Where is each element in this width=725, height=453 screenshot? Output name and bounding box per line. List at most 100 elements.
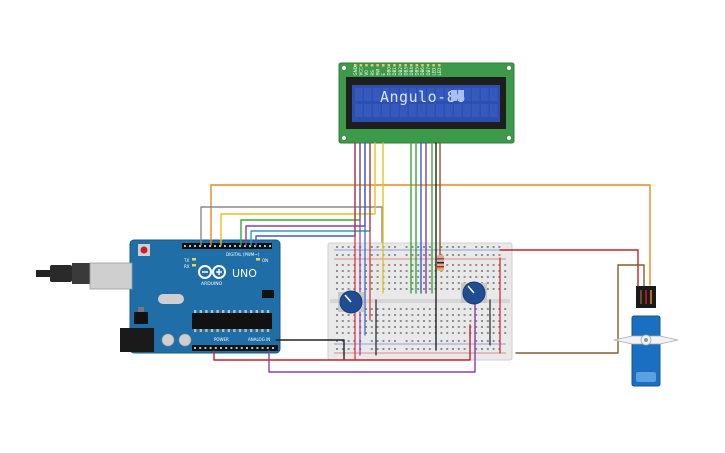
lcd-pin[interactable] bbox=[393, 64, 396, 67]
lcd-pin[interactable] bbox=[398, 64, 402, 67]
header-pin[interactable] bbox=[259, 245, 261, 247]
lcd-pin[interactable] bbox=[382, 64, 385, 67]
rail-hole bbox=[457, 254, 460, 256]
header-pin[interactable] bbox=[224, 245, 226, 247]
rail-hole bbox=[492, 348, 495, 350]
header-pin[interactable] bbox=[240, 347, 243, 349]
lcd-pin[interactable] bbox=[359, 64, 363, 67]
analog-header-label: ANALOG IN bbox=[248, 337, 270, 342]
breadboard-hole bbox=[486, 288, 489, 290]
lcd-pin[interactable] bbox=[421, 64, 424, 67]
header-pin[interactable] bbox=[269, 245, 271, 247]
lcd-pin[interactable] bbox=[410, 64, 413, 67]
header-pin[interactable] bbox=[235, 347, 238, 349]
header-pin[interactable] bbox=[230, 347, 233, 349]
breadboard-hole bbox=[504, 264, 507, 266]
rail-hole bbox=[492, 340, 495, 342]
lcd-cell bbox=[481, 88, 489, 101]
lcd-pin[interactable] bbox=[438, 64, 441, 67]
header-pin[interactable] bbox=[246, 347, 248, 349]
arduino-uno-board[interactable]: UNO ARDUINO DIGITAL (PWM~) POWER ANALOG … bbox=[36, 239, 281, 354]
breadboard-hole bbox=[347, 332, 350, 334]
header-pin[interactable] bbox=[272, 347, 274, 349]
breadboard-hole bbox=[341, 270, 344, 272]
header-pin[interactable] bbox=[225, 347, 228, 349]
breadboard-hole bbox=[481, 332, 483, 334]
header-pin[interactable] bbox=[214, 245, 216, 247]
header-pin[interactable] bbox=[194, 347, 196, 349]
lcd-pin[interactable] bbox=[370, 64, 374, 67]
chip-pin bbox=[199, 329, 202, 332]
lcd-pin[interactable] bbox=[426, 64, 430, 67]
rail-hole bbox=[492, 254, 495, 256]
lcd-pin[interactable] bbox=[432, 64, 435, 67]
header-pin[interactable] bbox=[220, 347, 222, 349]
header-pin[interactable] bbox=[251, 347, 254, 349]
rail-hole bbox=[336, 340, 338, 342]
breadboard-hole bbox=[486, 308, 489, 310]
breadboard-hole bbox=[411, 282, 414, 284]
lcd-cell bbox=[382, 104, 390, 117]
header-pin[interactable] bbox=[194, 245, 196, 247]
header-pin[interactable] bbox=[219, 245, 221, 247]
breadboard-hole bbox=[365, 270, 367, 272]
potentiometer-contrast[interactable] bbox=[338, 290, 364, 314]
header-pin[interactable] bbox=[209, 347, 212, 349]
header-pin[interactable] bbox=[184, 245, 186, 247]
header-pin[interactable] bbox=[229, 245, 231, 247]
header-pin[interactable] bbox=[264, 245, 266, 247]
rail-hole bbox=[376, 348, 379, 350]
breadboard-hole bbox=[463, 270, 466, 272]
breadboard-hole bbox=[417, 264, 420, 266]
servo-motor[interactable] bbox=[613, 286, 679, 387]
rail-hole bbox=[376, 254, 379, 256]
resistor[interactable] bbox=[437, 255, 444, 271]
chip-pin bbox=[233, 310, 236, 313]
header-pin[interactable] bbox=[261, 347, 264, 349]
breadboard-hole bbox=[394, 276, 396, 278]
breadboard-hole bbox=[341, 276, 344, 278]
lcd-pin[interactable] bbox=[415, 64, 419, 67]
lcd-cell bbox=[472, 104, 480, 117]
breadboard-hole bbox=[394, 314, 396, 316]
rail-hole bbox=[347, 246, 350, 248]
rail-hole bbox=[388, 246, 391, 248]
rail-hole bbox=[452, 246, 454, 248]
header-pin[interactable] bbox=[249, 245, 251, 247]
model-label: UNO bbox=[232, 267, 257, 280]
header-pin[interactable] bbox=[239, 245, 241, 247]
lcd-pin-label: E bbox=[381, 73, 386, 76]
rail-hole bbox=[457, 340, 460, 342]
header-pin[interactable] bbox=[254, 245, 256, 247]
header-pin[interactable] bbox=[214, 347, 217, 349]
header-pin[interactable] bbox=[199, 347, 202, 349]
brand-label: ARDUINO bbox=[201, 281, 223, 287]
rail-hole bbox=[411, 254, 414, 256]
rail-hole bbox=[388, 254, 391, 256]
lcd-pin[interactable] bbox=[376, 64, 379, 67]
header-pin[interactable] bbox=[256, 347, 259, 349]
breadboard-hole bbox=[440, 276, 443, 278]
chip-pin bbox=[250, 329, 253, 332]
potentiometer-angle[interactable] bbox=[461, 281, 487, 305]
header-pin[interactable] bbox=[209, 245, 211, 247]
lcd-pin[interactable] bbox=[354, 64, 357, 67]
rail-hole bbox=[376, 246, 379, 248]
header-pin[interactable] bbox=[204, 347, 207, 349]
lcd-pin[interactable] bbox=[365, 64, 368, 67]
header-pin[interactable] bbox=[234, 245, 236, 247]
breadboard-hole bbox=[463, 320, 466, 322]
breadboard-hole bbox=[469, 308, 472, 310]
breadboard-hole bbox=[336, 270, 338, 272]
lcd-pin[interactable] bbox=[387, 64, 391, 67]
rail-hole bbox=[382, 340, 385, 342]
rail-hole bbox=[428, 340, 431, 342]
lcd-pin[interactable] bbox=[404, 64, 407, 67]
header-pin[interactable] bbox=[204, 245, 206, 247]
header-pin[interactable] bbox=[266, 347, 269, 349]
header-pin[interactable] bbox=[189, 245, 191, 247]
header-pin[interactable] bbox=[199, 245, 201, 247]
header-pin[interactable] bbox=[244, 245, 246, 247]
